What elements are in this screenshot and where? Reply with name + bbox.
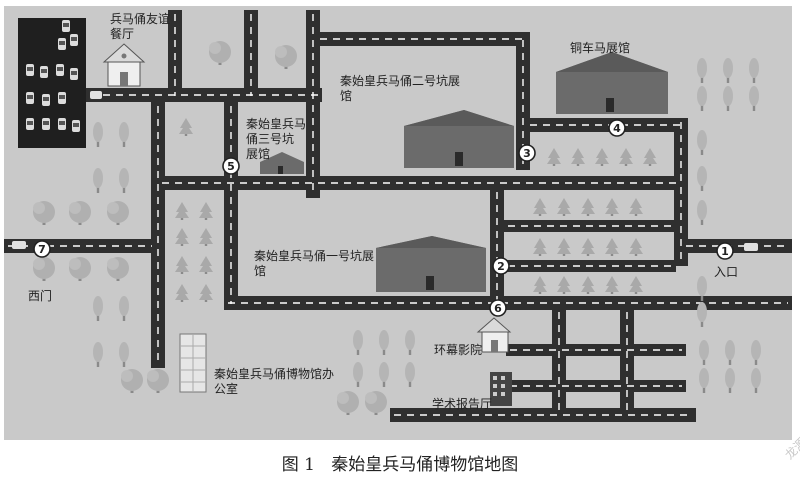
marker-6-label: 6 (494, 302, 502, 315)
cinema-building (476, 317, 512, 353)
label-restaurant: 兵马俑友谊餐厅 (110, 11, 170, 41)
label-entrance: 入口 (714, 265, 738, 279)
marker-1[interactable]: 1 (716, 242, 734, 260)
label-pit2: 秦始皇兵马俑二号坑展馆 (340, 73, 460, 103)
pit2-building (404, 110, 514, 168)
figure-caption: 图 1 秦始皇兵马俑博物馆地图 (282, 455, 518, 475)
marker-4-label: 4 (613, 122, 621, 135)
marker-2-label: 2 (497, 260, 505, 273)
pit3-building (260, 152, 304, 174)
label-pit1: 秦始皇兵马俑一号坑展馆 (254, 248, 374, 278)
label-lecture: 学术报告厅 (432, 396, 492, 411)
marker-1-label: 1 (721, 245, 729, 258)
chariot-hall-building (556, 52, 668, 114)
label-chariot: 铜车马展馆 (570, 40, 630, 55)
label-pit3: 秦始皇兵马俑三号坑展馆 (246, 117, 306, 161)
marker-4[interactable]: 4 (608, 119, 626, 137)
office-building (179, 333, 207, 393)
lane-markings (8, 14, 790, 416)
parking-lot (18, 18, 86, 148)
marker-6[interactable]: 6 (489, 299, 507, 317)
marker-7[interactable]: 7 (33, 240, 51, 258)
road-cars (12, 91, 758, 251)
marker-3[interactable]: 3 (518, 144, 536, 162)
label-west-gate: 西门 (28, 288, 52, 303)
marker-2[interactable]: 2 (492, 257, 510, 275)
marker-5[interactable]: 5 (222, 157, 240, 175)
lecture-hall-building (490, 372, 512, 406)
marker-5-label: 5 (227, 160, 235, 173)
label-office: 秦始皇兵马俑博物馆办公室 (214, 366, 334, 396)
marker-3-label: 3 (523, 147, 531, 160)
pit1-building (376, 236, 486, 292)
label-cinema: 环幕影院 (434, 343, 482, 357)
marker-7-label: 7 (38, 243, 46, 256)
restaurant-building (102, 43, 146, 87)
